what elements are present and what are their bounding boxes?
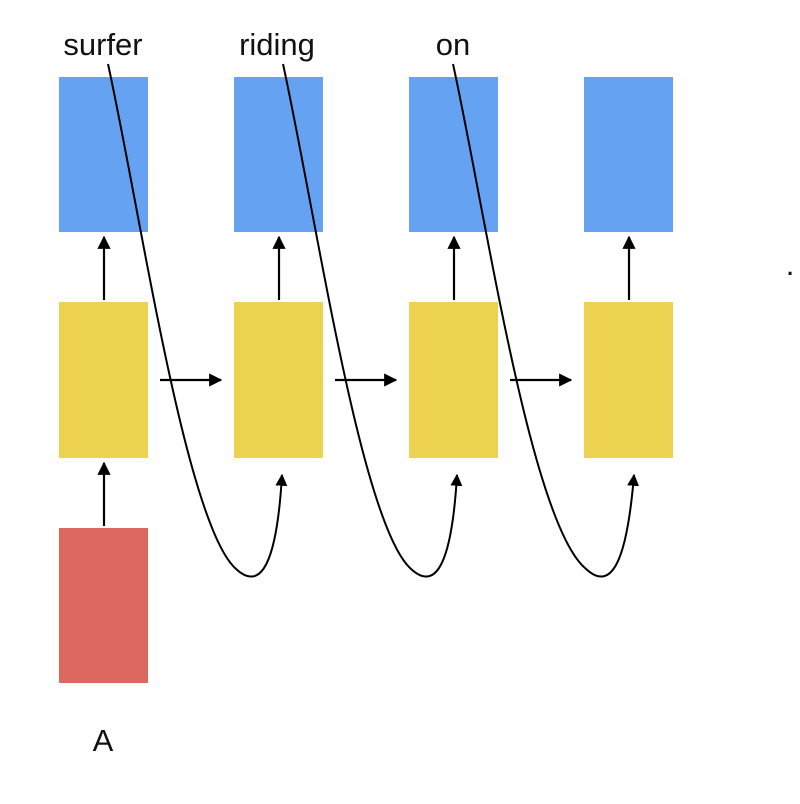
output-word-riding: riding bbox=[239, 27, 315, 62]
hidden-box-1 bbox=[59, 302, 148, 458]
input-word-a: A bbox=[93, 723, 114, 758]
hidden-box-2 bbox=[234, 302, 323, 458]
feedback-curve-riding bbox=[282, 63, 463, 578]
output-box-3 bbox=[409, 77, 498, 232]
feedback-curve-surfer bbox=[107, 63, 288, 578]
output-word-on: on bbox=[436, 27, 470, 62]
output-word-surfer: surfer bbox=[63, 27, 142, 62]
feedback-curve-on bbox=[452, 63, 640, 578]
output-box-2 bbox=[234, 77, 323, 232]
output-box-1 bbox=[59, 77, 148, 232]
trailing-period: . bbox=[786, 247, 795, 282]
output-box-4 bbox=[584, 77, 673, 232]
input-box bbox=[59, 528, 148, 683]
hidden-box-4 bbox=[584, 302, 673, 458]
hidden-box-3 bbox=[409, 302, 498, 458]
